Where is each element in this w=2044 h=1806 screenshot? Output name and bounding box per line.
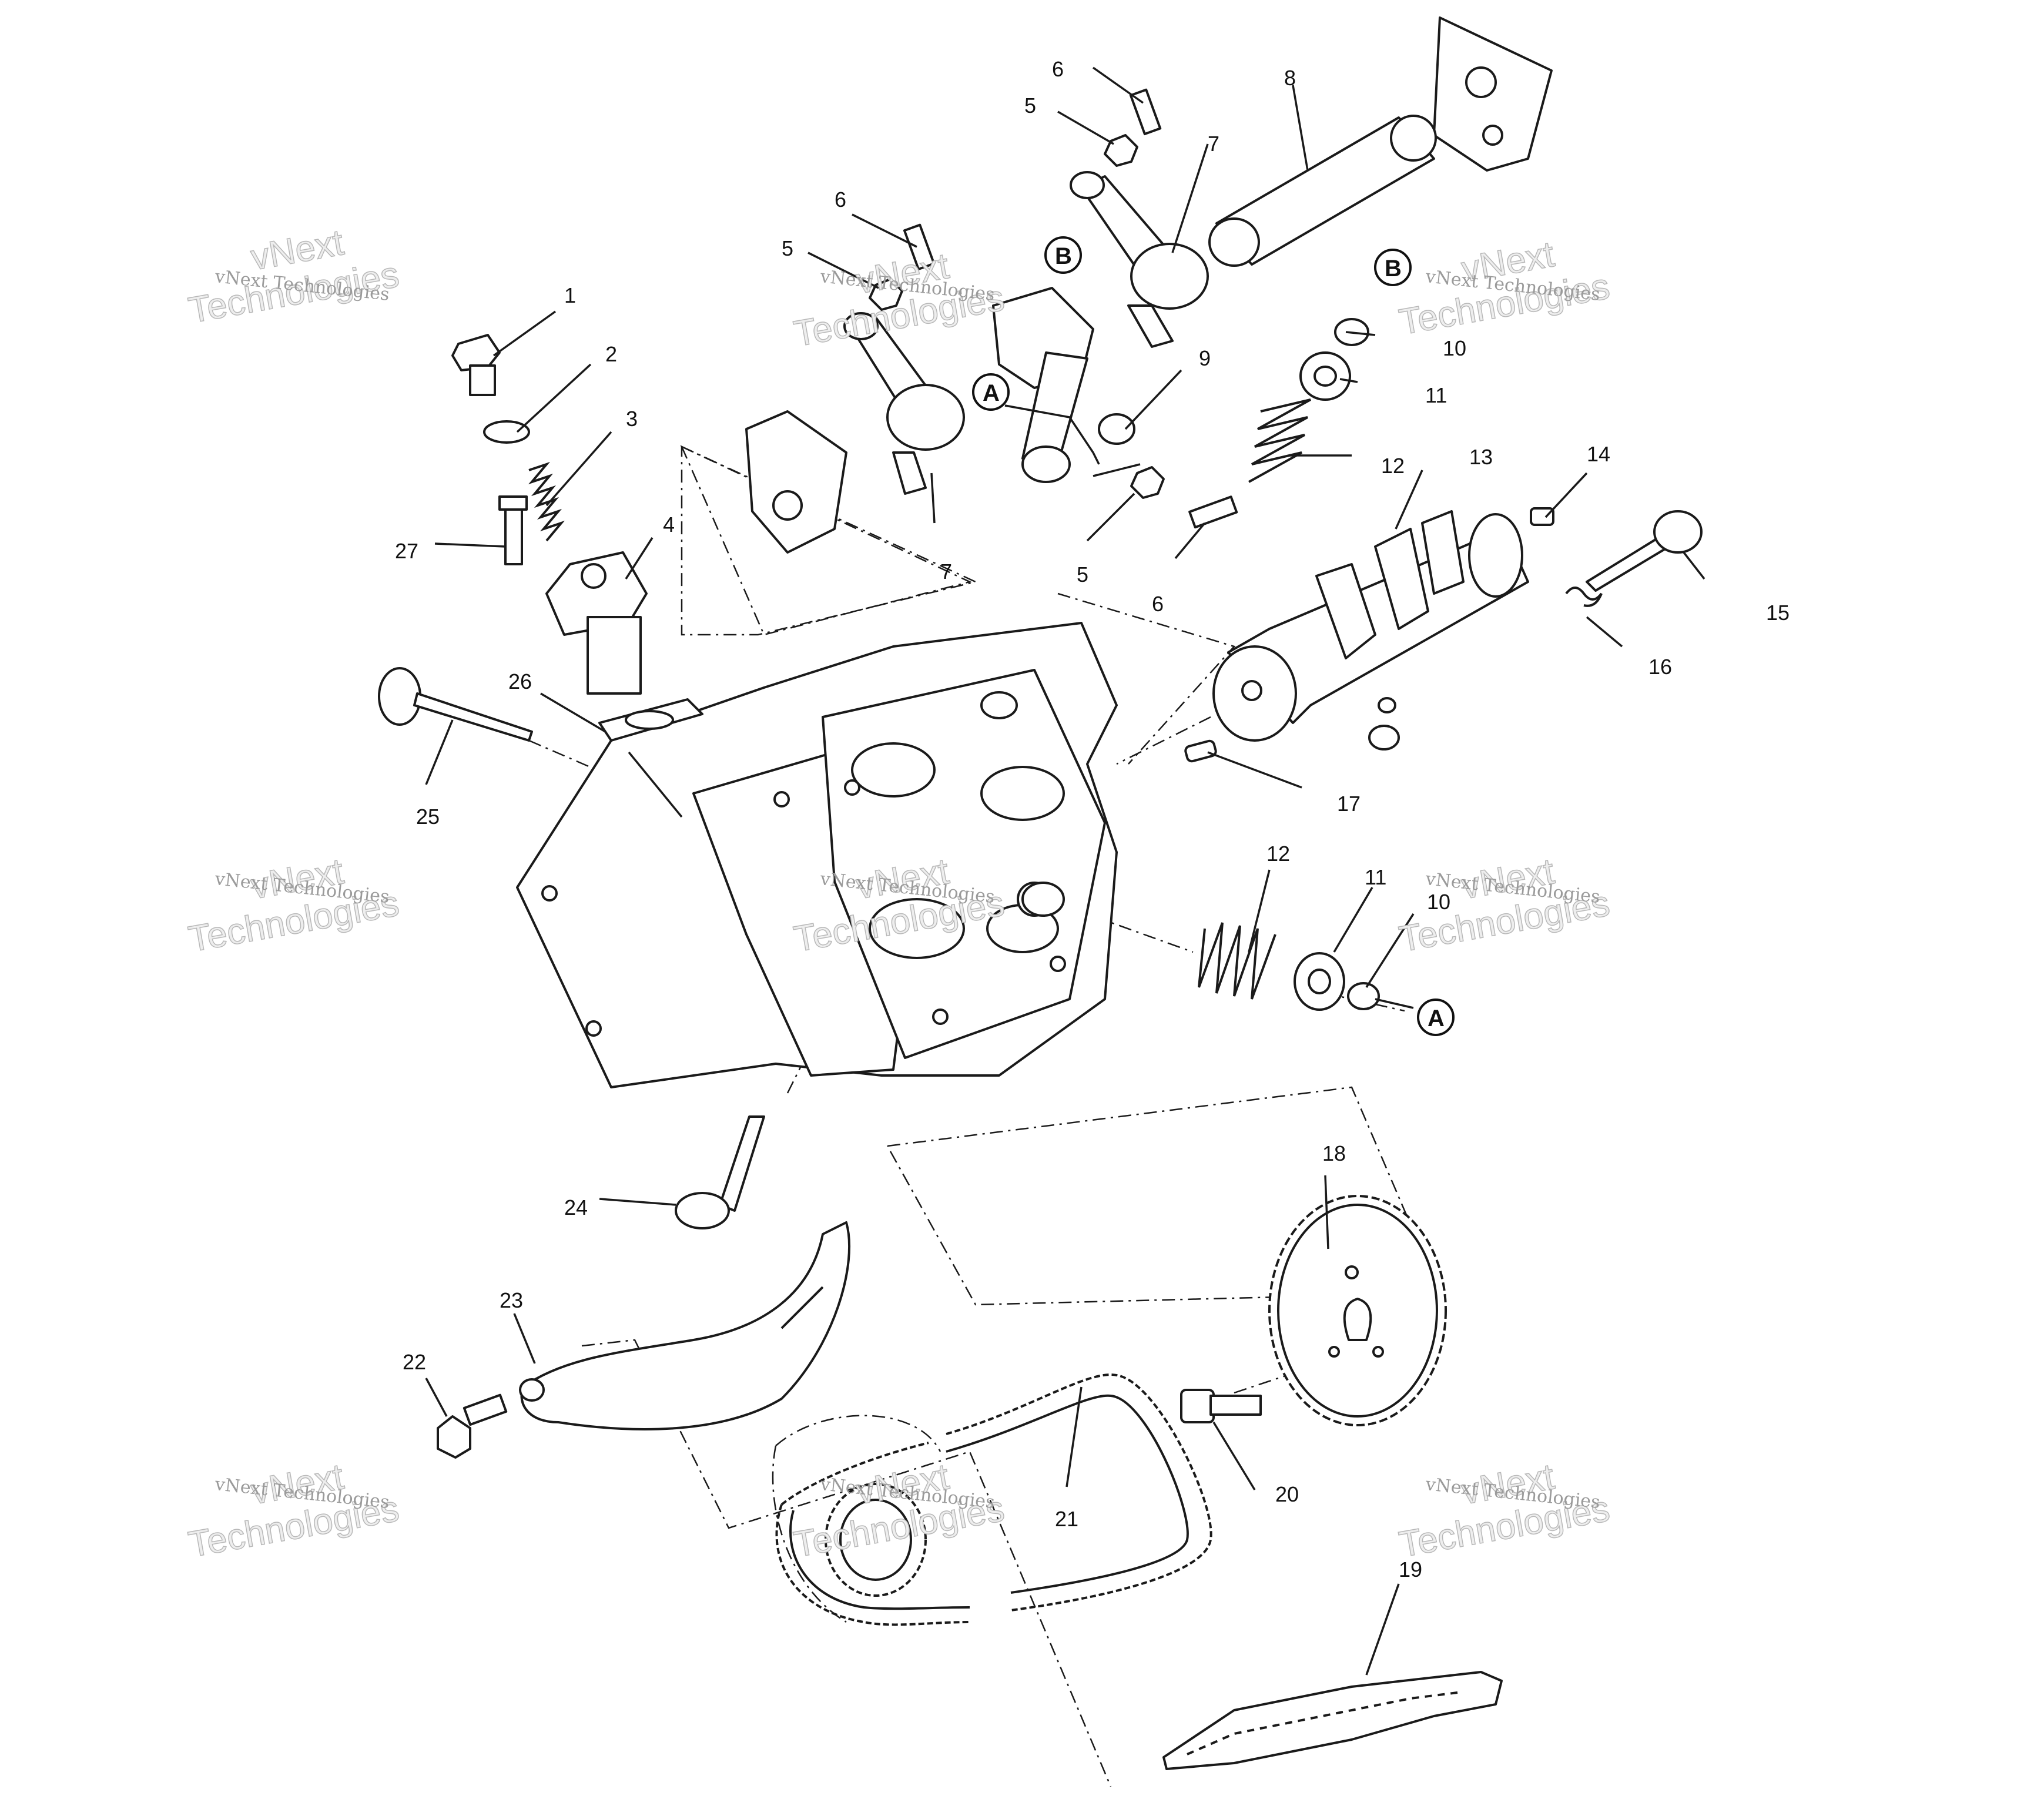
callout-24: 24 xyxy=(564,1195,588,1219)
rocker-bracket-left xyxy=(745,410,847,554)
reference-markers: A B B A xyxy=(972,236,1455,1036)
part-14-pin xyxy=(1530,507,1554,526)
rocker-bracket-upper xyxy=(1433,16,1553,172)
callout-20: 20 xyxy=(1275,1482,1299,1506)
callout-10-top: 10 xyxy=(1443,336,1466,360)
part-15-decompressor xyxy=(1586,510,1703,592)
part-5-nut xyxy=(1130,466,1165,499)
callout-14: 14 xyxy=(1587,442,1610,466)
reference-a-upper: A xyxy=(983,380,1000,406)
part-9-rocker-arm-center xyxy=(992,287,1135,483)
part-27-bolt xyxy=(498,495,528,565)
callout-2: 2 xyxy=(605,342,617,366)
part-11-spring-retainer-lower xyxy=(1294,952,1345,1011)
part-1-bolt xyxy=(451,334,501,396)
part-11-spring-retainer xyxy=(1299,351,1351,401)
part-24-valve xyxy=(675,1115,765,1229)
part-22-pivot-bolt xyxy=(437,1393,508,1459)
part-12-valve-spring-lower xyxy=(1198,922,1276,1000)
part-16-spring xyxy=(1565,587,1603,607)
part-21-cam-chain xyxy=(775,1373,1212,1626)
callout-6-mid: 6 xyxy=(1152,592,1164,616)
cylinder-head xyxy=(516,622,1118,1088)
callout-5-mid: 5 xyxy=(1077,562,1088,587)
callout-6-top: 6 xyxy=(1052,57,1064,81)
part-13-camshaft xyxy=(1212,510,1529,742)
part-23-chain-tensioner-guide xyxy=(519,1221,851,1430)
reference-b-right: B xyxy=(1385,256,1402,282)
part-19-chain-guide xyxy=(1162,1671,1503,1770)
part-4-tensioner xyxy=(545,551,648,695)
callout-11-top: 11 xyxy=(1425,383,1447,407)
callout-12-lower: 12 xyxy=(1266,842,1290,866)
callout-22: 22 xyxy=(403,1350,426,1374)
camshaft-plug xyxy=(1378,697,1396,713)
callout-1: 1 xyxy=(564,283,576,307)
callout-21: 21 xyxy=(1055,1507,1078,1531)
callout-10-lower: 10 xyxy=(1427,890,1450,914)
callout-18: 18 xyxy=(1322,1141,1346,1165)
part-6-adjuster-screw xyxy=(1188,495,1238,529)
callout-7-top: 7 xyxy=(1208,132,1219,156)
callout-8: 8 xyxy=(1284,66,1296,90)
callout-12-top: 12 xyxy=(1381,454,1405,478)
callout-15: 15 xyxy=(1766,601,1790,625)
part-5-nut xyxy=(1104,134,1138,167)
callout-16: 16 xyxy=(1648,655,1672,679)
watermark-top-left: vNext Technologies xyxy=(185,222,403,331)
crankcase-outline xyxy=(772,1415,941,1623)
part-6-adjuster-screw xyxy=(903,223,936,271)
callout-9: 9 xyxy=(1199,346,1211,370)
callout-17: 17 xyxy=(1337,792,1361,816)
part-6-adjuster-screw xyxy=(1129,88,1162,136)
part-10-valve-keeper-lower xyxy=(1347,982,1380,1010)
part-7-rocker-arm-upper xyxy=(1070,171,1209,348)
callout-5-left: 5 xyxy=(782,236,793,260)
camshaft-nut xyxy=(1368,725,1400,750)
callout-13: 13 xyxy=(1469,445,1493,469)
callout-27: 27 xyxy=(395,539,418,563)
reference-b-circle xyxy=(1374,249,1412,286)
part-20-bolt xyxy=(1180,1389,1262,1423)
callout-numbers: 1 2 3 27 4 6 5 8 7 6 5 9 7 5 6 10 11 12 … xyxy=(395,57,1790,1581)
callout-19: 19 xyxy=(1399,1557,1422,1581)
callout-3: 3 xyxy=(626,407,638,431)
valve-stem-end xyxy=(1021,882,1065,917)
reference-b-circle xyxy=(1044,236,1082,274)
callout-25: 25 xyxy=(416,805,440,829)
callout-5-top: 5 xyxy=(1024,93,1036,118)
part-2-washer xyxy=(483,420,530,444)
reference-b-upper: B xyxy=(1055,243,1072,269)
part-3-spring xyxy=(528,461,565,542)
part-12-valve-spring xyxy=(1248,398,1311,483)
callout-4: 4 xyxy=(663,512,675,537)
reference-a-lower: A xyxy=(1428,1006,1445,1031)
callout-23: 23 xyxy=(500,1288,523,1312)
reference-a-circle xyxy=(1417,999,1455,1036)
leader-lines xyxy=(425,66,1705,1676)
part-17-dowel xyxy=(1184,739,1217,763)
part-7-rocker-arm-left xyxy=(843,312,965,495)
part-25-valve xyxy=(378,667,533,742)
crank-sprocket xyxy=(825,1483,927,1597)
callout-6-left: 6 xyxy=(835,187,846,212)
part-8-rocker-shaft xyxy=(1208,115,1437,267)
callout-7-left: 7 xyxy=(940,559,952,584)
reference-a-circle xyxy=(972,373,1010,411)
part-26-gasket xyxy=(598,698,703,742)
callout-11-lower: 11 xyxy=(1365,865,1386,889)
part-18-cam-sprocket xyxy=(1268,1195,1447,1426)
callout-26: 26 xyxy=(508,669,532,693)
